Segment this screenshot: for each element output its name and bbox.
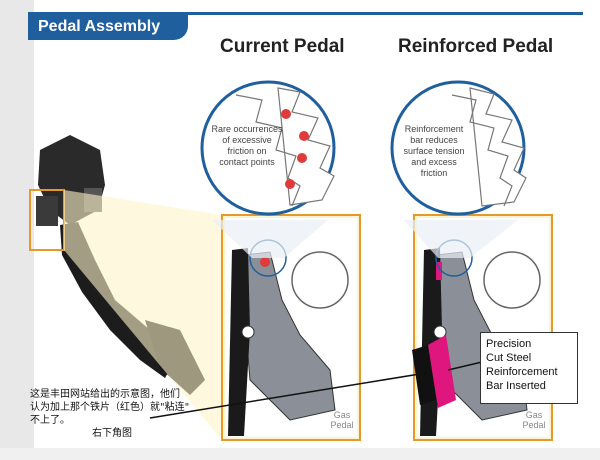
reinforcement-callout: Precision Cut Steel Reinforcement Bar In… (480, 332, 578, 404)
bottom-strip (0, 448, 600, 460)
left-backdrop (0, 0, 34, 460)
reinforced-magnifier (390, 80, 527, 216)
current-gas-pedal-label: Gas Pedal (330, 410, 354, 430)
current-circle-caption: Rare occurrences of excessive friction o… (211, 124, 283, 167)
reinforced-pedal-heading: Reinforced Pedal (398, 36, 554, 57)
reinforced-circle-caption: Reinforcement bar reduces surface tensio… (403, 124, 465, 178)
page-title: Pedal Assembly (28, 14, 188, 40)
friction-point-icon (260, 257, 270, 267)
title-rule (28, 12, 583, 15)
reinforced-gas-pedal-label: Gas Pedal (522, 410, 546, 430)
projection-wedge (64, 190, 222, 440)
current-magnifier (200, 80, 336, 216)
current-pedal-drawing (228, 239, 349, 436)
chinese-annotation-2: 右下角图 (92, 428, 132, 439)
current-pedal-heading: Current Pedal (220, 36, 345, 57)
reinforcement-bar (428, 335, 456, 408)
chinese-annotation: 这是丰田网站给出的示意图，他们 认为加上那个铁片（红色）就"粘连" 不上了。 (30, 389, 190, 426)
annotation-line (149, 371, 433, 419)
